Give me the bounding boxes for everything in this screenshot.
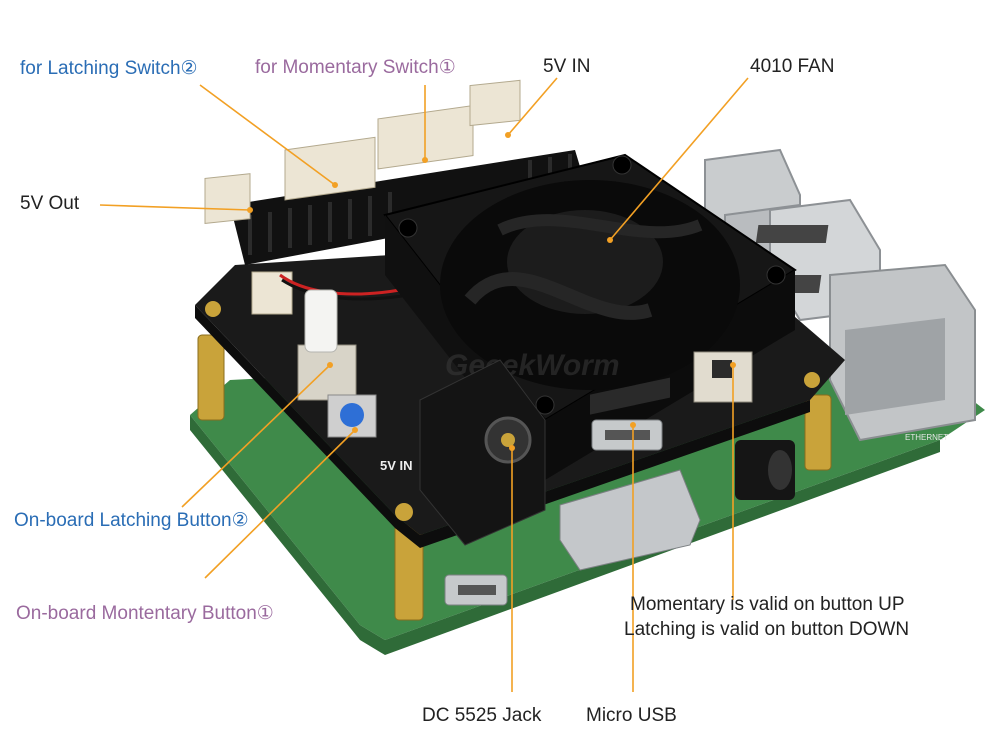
audio-jack: [735, 440, 795, 500]
momentary-button: [327, 394, 377, 438]
leader-lines: [99, 77, 749, 692]
label-5v-out: 5V Out: [20, 193, 80, 214]
brass-standoffs: [197, 334, 832, 621]
label-latching-switch: for Latching Switch②: [20, 58, 198, 79]
label-momentary-switch: for Momentary Switch①: [255, 57, 456, 78]
leader-dots: [247, 132, 736, 451]
micro-usb-port: [591, 419, 663, 451]
label-momentary-note: Momentary is valid on button UP: [630, 594, 905, 615]
hdmi-port: [559, 377, 701, 571]
label-onboard-latching: On-board Latching Button②: [14, 510, 249, 531]
ethernet-port: ETHERNET: [829, 263, 976, 442]
label-dc-jack: DC 5525 Jack: [422, 705, 542, 726]
label-5v-in: 5V IN: [543, 56, 591, 77]
label-fan: 4010 FAN: [750, 56, 835, 77]
label-micro-usb: Micro USB: [586, 705, 677, 726]
dc-jack: [419, 359, 546, 546]
label-onboard-momentary: On-board Montentary Button①: [16, 603, 274, 624]
label-latching-note: Latching is valid on button DOWN: [624, 619, 910, 640]
silk-5v-in: 5V IN: [380, 458, 413, 473]
ethernet-silk-text: ETHERNET: [905, 433, 948, 442]
side-button: [693, 351, 753, 403]
latching-button: [297, 289, 357, 401]
pi-micro-usb: [444, 574, 508, 606]
